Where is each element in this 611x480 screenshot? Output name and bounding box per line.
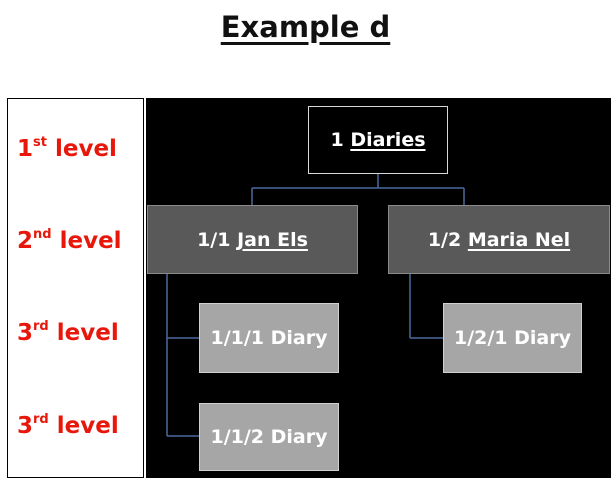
level-number: 2 [17, 228, 34, 254]
level-word: level [56, 320, 119, 346]
node-code: 1/2 [427, 228, 462, 251]
level-ordinal-suffix: rd [33, 412, 49, 427]
level-label-3: 3rd level [17, 320, 119, 346]
page-title: Example d [220, 10, 391, 44]
level-labels-panel: 1st level 2nd level 3rd level 3rd level [7, 98, 144, 478]
node-diaries: 1 Diaries [308, 106, 448, 174]
node-label: 1/2/1 Diary [453, 327, 571, 349]
level-ordinal-suffix: st [33, 135, 47, 150]
node-name-link[interactable]: Jan Els [237, 228, 308, 251]
node-maria-nel: 1/2 Maria Nel [388, 205, 610, 274]
node-code: 1 [330, 129, 344, 151]
node-name-link[interactable]: Diaries [350, 129, 426, 151]
node-diary-1-2-1: 1/2/1 Diary [443, 303, 582, 373]
level-number: 3 [17, 413, 34, 439]
hierarchy-diagram: 1 Diaries 1/1 Jan Els 1/2 Maria Nel 1/1/… [146, 98, 611, 478]
node-label: 1/1/1 Diary [210, 327, 328, 349]
level-word: level [56, 413, 119, 439]
level-ordinal-suffix: rd [33, 319, 49, 334]
node-code: 1/1 [197, 228, 231, 251]
level-word: level [54, 136, 117, 162]
node-name-link[interactable]: Maria Nel [467, 228, 571, 251]
node-diary-1-1-2: 1/1/2 Diary [199, 403, 339, 471]
level-label-2: 2nd level [17, 228, 122, 254]
node-label: 1/1/2 Diary [210, 426, 328, 448]
node-jan-els: 1/1 Jan Els [147, 205, 358, 274]
node-diary-1-1-1: 1/1/1 Diary [199, 303, 339, 373]
level-word: level [59, 228, 122, 254]
level-number: 3 [17, 320, 34, 346]
connector-lines [166, 174, 465, 437]
level-number: 1 [17, 136, 34, 162]
level-ordinal-suffix: nd [33, 227, 52, 242]
level-label-4: 3rd level [17, 413, 119, 439]
level-label-1: 1st level [17, 136, 117, 162]
